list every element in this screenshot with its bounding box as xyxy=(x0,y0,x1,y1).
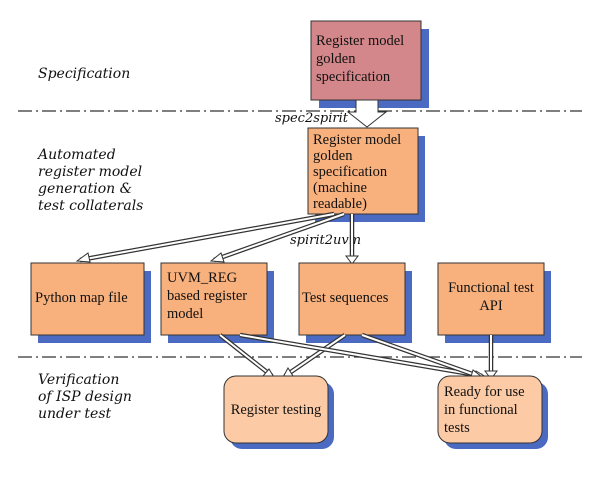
test-sequences-label: Test sequences xyxy=(302,290,389,306)
spec2spirit-label: spec2spirit xyxy=(275,111,349,126)
ready-for-use-box: Ready for use in functional tests xyxy=(437,375,548,449)
arrow-to-uvm-reg xyxy=(209,211,345,263)
phase-label-generation-line-3: generation & xyxy=(38,181,133,197)
uvm-reg-line-2: based register xyxy=(167,288,247,304)
golden-spec-line-3: specification xyxy=(316,69,391,85)
phase-label-verification-line-3: under test xyxy=(38,406,112,422)
uvm-reg-box: UVM_REG based register model xyxy=(160,262,274,343)
uvm-reg-rect xyxy=(160,262,268,336)
machine-spec-line-2: golden xyxy=(313,148,353,164)
uvm-reg-line-3: model xyxy=(167,306,203,322)
phase-label-specification: Specification xyxy=(38,66,130,83)
python-map-label: Python map file xyxy=(35,290,128,306)
functional-api-line-2: API xyxy=(479,298,503,314)
phase-label-specification-line: Specification xyxy=(38,66,131,82)
golden-spec-line-1: Register model xyxy=(316,33,404,49)
golden-spec-box: Register model golden specification xyxy=(310,20,429,108)
spirit2uvm-label: spirit2uvm xyxy=(290,233,361,248)
machine-spec-rect xyxy=(307,127,419,215)
phase-label-verification-line-1: Verification xyxy=(38,372,120,388)
phase-label-generation-line-1: Automated xyxy=(38,147,116,163)
arrow-to-python-map xyxy=(75,211,335,263)
machine-spec-line-3: specification xyxy=(313,164,388,180)
golden-spec-rect xyxy=(310,20,422,101)
phase-label-generation-line-4: test collaterals xyxy=(38,198,144,214)
ready-for-use-line-1: Ready for use xyxy=(444,384,525,400)
ready-for-use-rect xyxy=(437,375,543,444)
phase-label-generation: Automated register model generation & te… xyxy=(38,147,143,215)
arrow-api-to-ready-for-use xyxy=(484,335,498,380)
phase-label-verification: Verification of ISP design under test xyxy=(38,372,132,423)
ready-for-use-line-2: in functional xyxy=(444,402,518,418)
machine-spec-box: Register model golden specification (mac… xyxy=(307,127,425,222)
uvm-reg-line-1: UVM_REG xyxy=(167,270,238,286)
functional-api-line-1: Functional test xyxy=(448,280,534,296)
machine-spec-line-1: Register model xyxy=(313,132,401,148)
python-map-box: Python map file xyxy=(30,262,151,343)
spec2spirit-arrow xyxy=(346,99,388,128)
golden-spec-line-2: golden xyxy=(316,51,356,67)
test-sequences-box: Test sequences xyxy=(298,262,412,343)
functional-api-box: Functional test API xyxy=(437,262,551,343)
machine-spec-line-5: readable) xyxy=(313,196,367,212)
register-testing-label: Register testing xyxy=(231,402,322,418)
phase-label-generation-line-2: register model xyxy=(38,164,143,180)
register-testing-rect xyxy=(223,375,329,444)
python-map-rect xyxy=(30,262,145,336)
test-sequences-rect xyxy=(298,262,406,336)
arrow-to-test-sequences xyxy=(345,214,359,265)
phase-label-verification-line-2: of ISP design xyxy=(38,389,132,405)
ready-for-use-line-3: tests xyxy=(444,420,470,436)
functional-api-rect xyxy=(437,262,545,336)
register-testing-box: Register testing xyxy=(223,375,334,449)
machine-spec-line-4: (machine xyxy=(313,180,367,196)
